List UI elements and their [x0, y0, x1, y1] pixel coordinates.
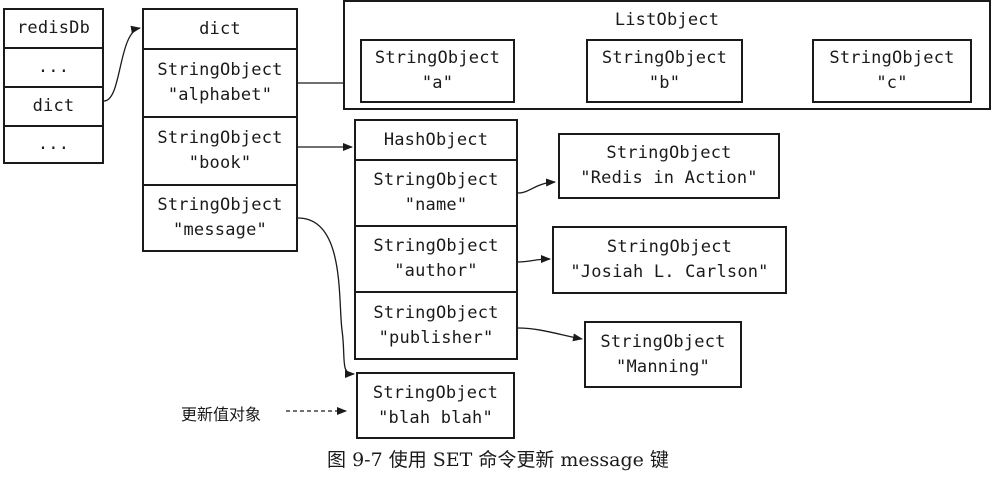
list-item-content: StringObject "c" [814, 41, 970, 101]
hash-value-author: StringObject "Josiah L. Carlson" [552, 226, 787, 294]
value-text: "blah blah" [378, 407, 493, 428]
value-type: StringObject [372, 382, 499, 403]
divider [5, 47, 102, 49]
arrow-name-to-value [517, 178, 556, 194]
dict-table: dict StringObject "alphabet" StringObjec… [142, 8, 298, 252]
item-type: StringObject [601, 48, 728, 68]
item-value: "a" [421, 73, 454, 93]
figure-caption: 图 9-7 使用 SET 命令更新 message 键 [327, 449, 669, 471]
list-item-content: StringObject "b" [588, 41, 741, 101]
value-type: StringObject [606, 237, 733, 257]
field-type: StringObject [373, 302, 499, 323]
divider [144, 116, 296, 118]
list-item-content: StringObject "a" [362, 41, 513, 101]
field-type: StringObject [373, 170, 499, 190]
field-type: StringObject [373, 236, 499, 256]
item-type: StringObject [374, 48, 501, 68]
value-text: "Josiah L. Carlson" [570, 262, 769, 282]
item-value: "b" [648, 73, 681, 93]
list-item-c: StringObject "c" [812, 39, 972, 103]
value-text: "Redis in Action" [580, 168, 758, 188]
annotation-label: 更新值对象 [181, 405, 262, 424]
divider [356, 291, 516, 293]
arrow-message-to-updated [297, 217, 355, 378]
updated-value-box: StringObject "blah blah" [356, 372, 515, 439]
redisdb-table: redisDb ... dict ... [3, 8, 104, 164]
dict-entry-book: StringObject "book" [144, 118, 296, 184]
list-title: ListObject [614, 9, 720, 30]
hash-field-publisher: StringObject "publisher" [356, 293, 516, 358]
divider [356, 225, 516, 227]
field-key: "publisher" [378, 327, 494, 348]
arrow-author-to-value [517, 255, 551, 264]
entry-key: "book" [188, 153, 252, 173]
redisdb-cell-dict: dict [32, 96, 75, 116]
arrow-redisdb-to-dict [103, 25, 141, 102]
entry-type: StringObject [157, 195, 283, 215]
redisdb-title: redisDb [16, 18, 91, 38]
redisdb-cell-ellipsis: ... [37, 134, 70, 154]
divider [356, 159, 516, 161]
entry-type: StringObject [157, 60, 283, 80]
hash-field-name: StringObject "name" [356, 161, 516, 225]
value-content: StringObject "Redis in Action" [560, 135, 778, 197]
entry-key: "message" [173, 220, 267, 240]
list-item-b: StringObject "b" [586, 39, 743, 103]
dict-entry-alphabet: StringObject "alphabet" [144, 50, 296, 116]
divider [144, 48, 296, 50]
list-item-a: StringObject "a" [360, 39, 515, 103]
hash-field-author: StringObject "author" [356, 227, 516, 291]
entry-key: "alphabet" [167, 85, 273, 105]
divider [144, 184, 296, 186]
dict-title: dict [199, 18, 241, 39]
hash-title: HashObject [383, 129, 489, 150]
hash-object: HashObject StringObject "name" StringObj… [354, 119, 518, 360]
value-type: StringObject [606, 143, 732, 163]
value-text: "Manning" [616, 356, 710, 377]
arrow-publisher-to-value [517, 327, 583, 342]
value-content: StringObject "Josiah L. Carlson" [554, 228, 785, 292]
entry-type: StringObject [157, 128, 283, 148]
value-type: StringObject [600, 331, 726, 352]
field-key: "author" [394, 261, 478, 281]
field-key: "name" [404, 195, 468, 215]
hash-value-name: StringObject "Redis in Action" [558, 133, 780, 199]
dict-entry-message: StringObject "message" [144, 186, 296, 250]
divider [5, 125, 102, 127]
hash-value-publisher: StringObject "Manning" [584, 321, 742, 388]
value-content: StringObject "Manning" [586, 323, 740, 386]
item-value: "c" [876, 73, 908, 93]
value-content: StringObject "blah blah" [358, 374, 513, 437]
item-type: StringObject [829, 48, 955, 68]
redisdb-cell-ellipsis: ... [37, 57, 70, 77]
divider [5, 86, 102, 88]
